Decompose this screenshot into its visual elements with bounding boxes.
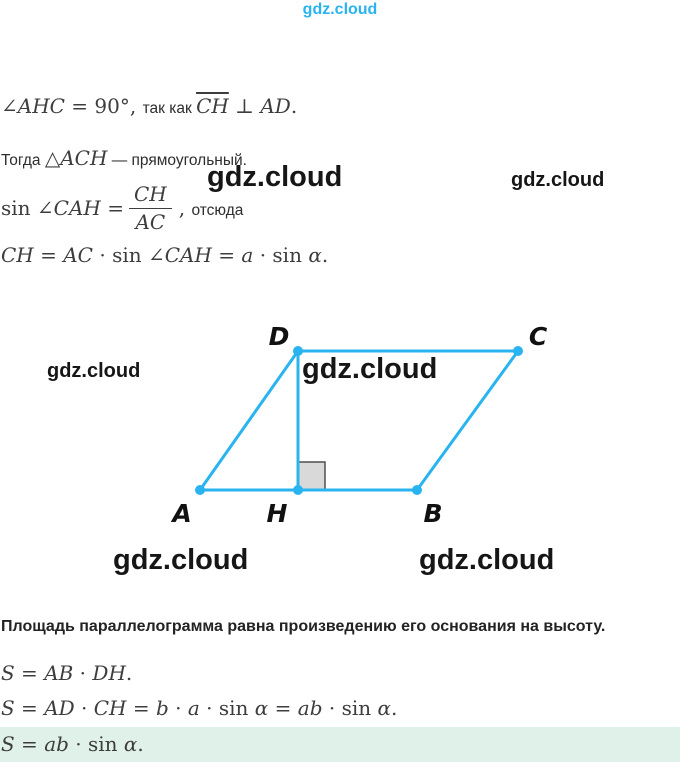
math-segment: = bbox=[14, 732, 45, 756]
math-segment: ab bbox=[297, 696, 323, 720]
math-segment: . bbox=[125, 661, 133, 685]
vertex-dot-a bbox=[195, 485, 205, 495]
vertex-label-c: C bbox=[529, 322, 548, 351]
line3-prefix: sin ∠CAH = bbox=[1, 196, 124, 220]
site-watermark-top: gdz.cloud bbox=[302, 1, 378, 18]
math-segment: = bbox=[211, 243, 242, 267]
math-segment: AD bbox=[260, 94, 291, 118]
vertex-dot-d bbox=[293, 346, 303, 356]
math-segment: ∠ bbox=[147, 243, 165, 267]
math-segment: = bbox=[14, 696, 45, 720]
math-segment: ∠ bbox=[36, 196, 54, 220]
footer-eq-1: S = AB · DH. bbox=[1, 661, 132, 685]
math-segment: sin bbox=[112, 243, 148, 267]
math-segment: — прямоугольный. bbox=[107, 152, 247, 169]
vertex-label-b: B bbox=[423, 499, 442, 528]
math-segment: DH bbox=[92, 661, 126, 685]
line3-suffix: , отсюда bbox=[179, 196, 244, 220]
math-segment: sin bbox=[341, 696, 378, 720]
math-segment: · bbox=[199, 696, 219, 720]
math-segment: = bbox=[33, 243, 64, 267]
solution-line-4: CH = AC · sin ∠CAH = a · sin α. bbox=[1, 243, 328, 267]
watermark: gdz.cloud bbox=[113, 544, 249, 576]
math-segment: = bbox=[268, 696, 298, 720]
math-segment: sin bbox=[272, 243, 309, 267]
math-segment: S bbox=[1, 732, 15, 756]
math-segment: Тогда bbox=[1, 152, 45, 169]
footer-eq-3: S = ab · sin α. bbox=[1, 732, 144, 756]
math-segment: · bbox=[322, 696, 342, 720]
math-segment: · bbox=[168, 696, 188, 720]
math-segment: , bbox=[178, 196, 192, 220]
fraction-denominator: AC bbox=[135, 210, 166, 234]
math-segment: CAH bbox=[164, 243, 212, 267]
math-segment: S bbox=[1, 696, 15, 720]
math-segment: · bbox=[253, 243, 273, 267]
math-segment: = 90°, bbox=[64, 94, 143, 118]
side-ad bbox=[198, 349, 300, 492]
math-segment: · bbox=[92, 243, 113, 267]
math-segment: a bbox=[241, 243, 254, 267]
vertex-label-a: A bbox=[170, 499, 191, 528]
vertex-label-h: H bbox=[267, 499, 288, 528]
math-segment: S bbox=[1, 661, 15, 685]
math-segment: CH bbox=[1, 243, 34, 267]
math-segment: α bbox=[308, 243, 322, 267]
math-segment: sin bbox=[1, 196, 37, 220]
vertex-label-d: D bbox=[269, 322, 290, 351]
math-segment: так как bbox=[142, 100, 197, 117]
right-angle-marker bbox=[297, 461, 326, 491]
watermark: gdz.cloud bbox=[47, 360, 141, 382]
math-segment: AC bbox=[63, 243, 93, 267]
area-statement: Площадь параллелограмма равна произведен… bbox=[1, 618, 606, 635]
vertex-dot-h bbox=[293, 485, 303, 495]
math-segment: . bbox=[137, 732, 144, 756]
math-segment: · bbox=[68, 732, 88, 756]
fraction-numerator: CH bbox=[128, 182, 172, 209]
math-segment: = bbox=[126, 696, 156, 720]
math-segment: sin bbox=[88, 732, 124, 756]
math-segment: b bbox=[155, 696, 169, 720]
watermark: gdz.cloud bbox=[207, 161, 343, 193]
math-segment: = bbox=[14, 661, 45, 685]
math-segment: α bbox=[123, 732, 138, 756]
parallelogram-diagram: D C A H B bbox=[170, 322, 548, 528]
math-segment: отсюда bbox=[191, 202, 244, 219]
math-segment: sin bbox=[218, 696, 255, 720]
math-segment: CAH bbox=[53, 196, 101, 220]
math-segment: AB bbox=[44, 661, 74, 685]
math-segment: ACH bbox=[60, 146, 108, 170]
solution-line-1: ∠AHC = 90°, так как CH ⊥ AD. bbox=[1, 94, 297, 118]
math-segment: . bbox=[391, 696, 398, 720]
math-segment: = bbox=[100, 196, 124, 220]
math-segment: · bbox=[74, 696, 94, 720]
math-segment: α bbox=[377, 696, 392, 720]
math-segment: . bbox=[290, 94, 298, 118]
math-segment: △ bbox=[44, 146, 61, 170]
solution-line-3: sin ∠CAH = CH AC , отсюда bbox=[1, 182, 243, 234]
watermark: gdz.cloud bbox=[302, 353, 438, 385]
answer-highlight bbox=[0, 727, 680, 762]
footer-eq-2: S = AD · CH = b · a · sin α = ab · sin α… bbox=[1, 696, 397, 720]
solution-line-2: Тогда △ACH — прямоугольный. bbox=[1, 146, 247, 170]
math-segment: AD bbox=[44, 696, 75, 720]
watermark: gdz.cloud bbox=[511, 169, 605, 191]
vertex-dot-b bbox=[412, 485, 422, 495]
math-segment: CH bbox=[196, 94, 229, 118]
vertex-dot-c bbox=[513, 346, 523, 356]
watermark: gdz.cloud bbox=[419, 544, 555, 576]
math-segment: ⊥ bbox=[228, 94, 261, 118]
math-segment: ∠ bbox=[1, 94, 18, 118]
math-segment: · bbox=[73, 661, 93, 685]
math-segment: . bbox=[321, 243, 329, 267]
fraction-ch-ac: CH AC bbox=[128, 182, 172, 234]
math-segment: CH bbox=[93, 696, 127, 720]
math-segment: α bbox=[254, 696, 269, 720]
side-cb bbox=[415, 349, 520, 492]
math-segment: a bbox=[187, 696, 200, 720]
math-segment: ab bbox=[44, 732, 69, 756]
math-segment: AHC bbox=[17, 94, 65, 118]
